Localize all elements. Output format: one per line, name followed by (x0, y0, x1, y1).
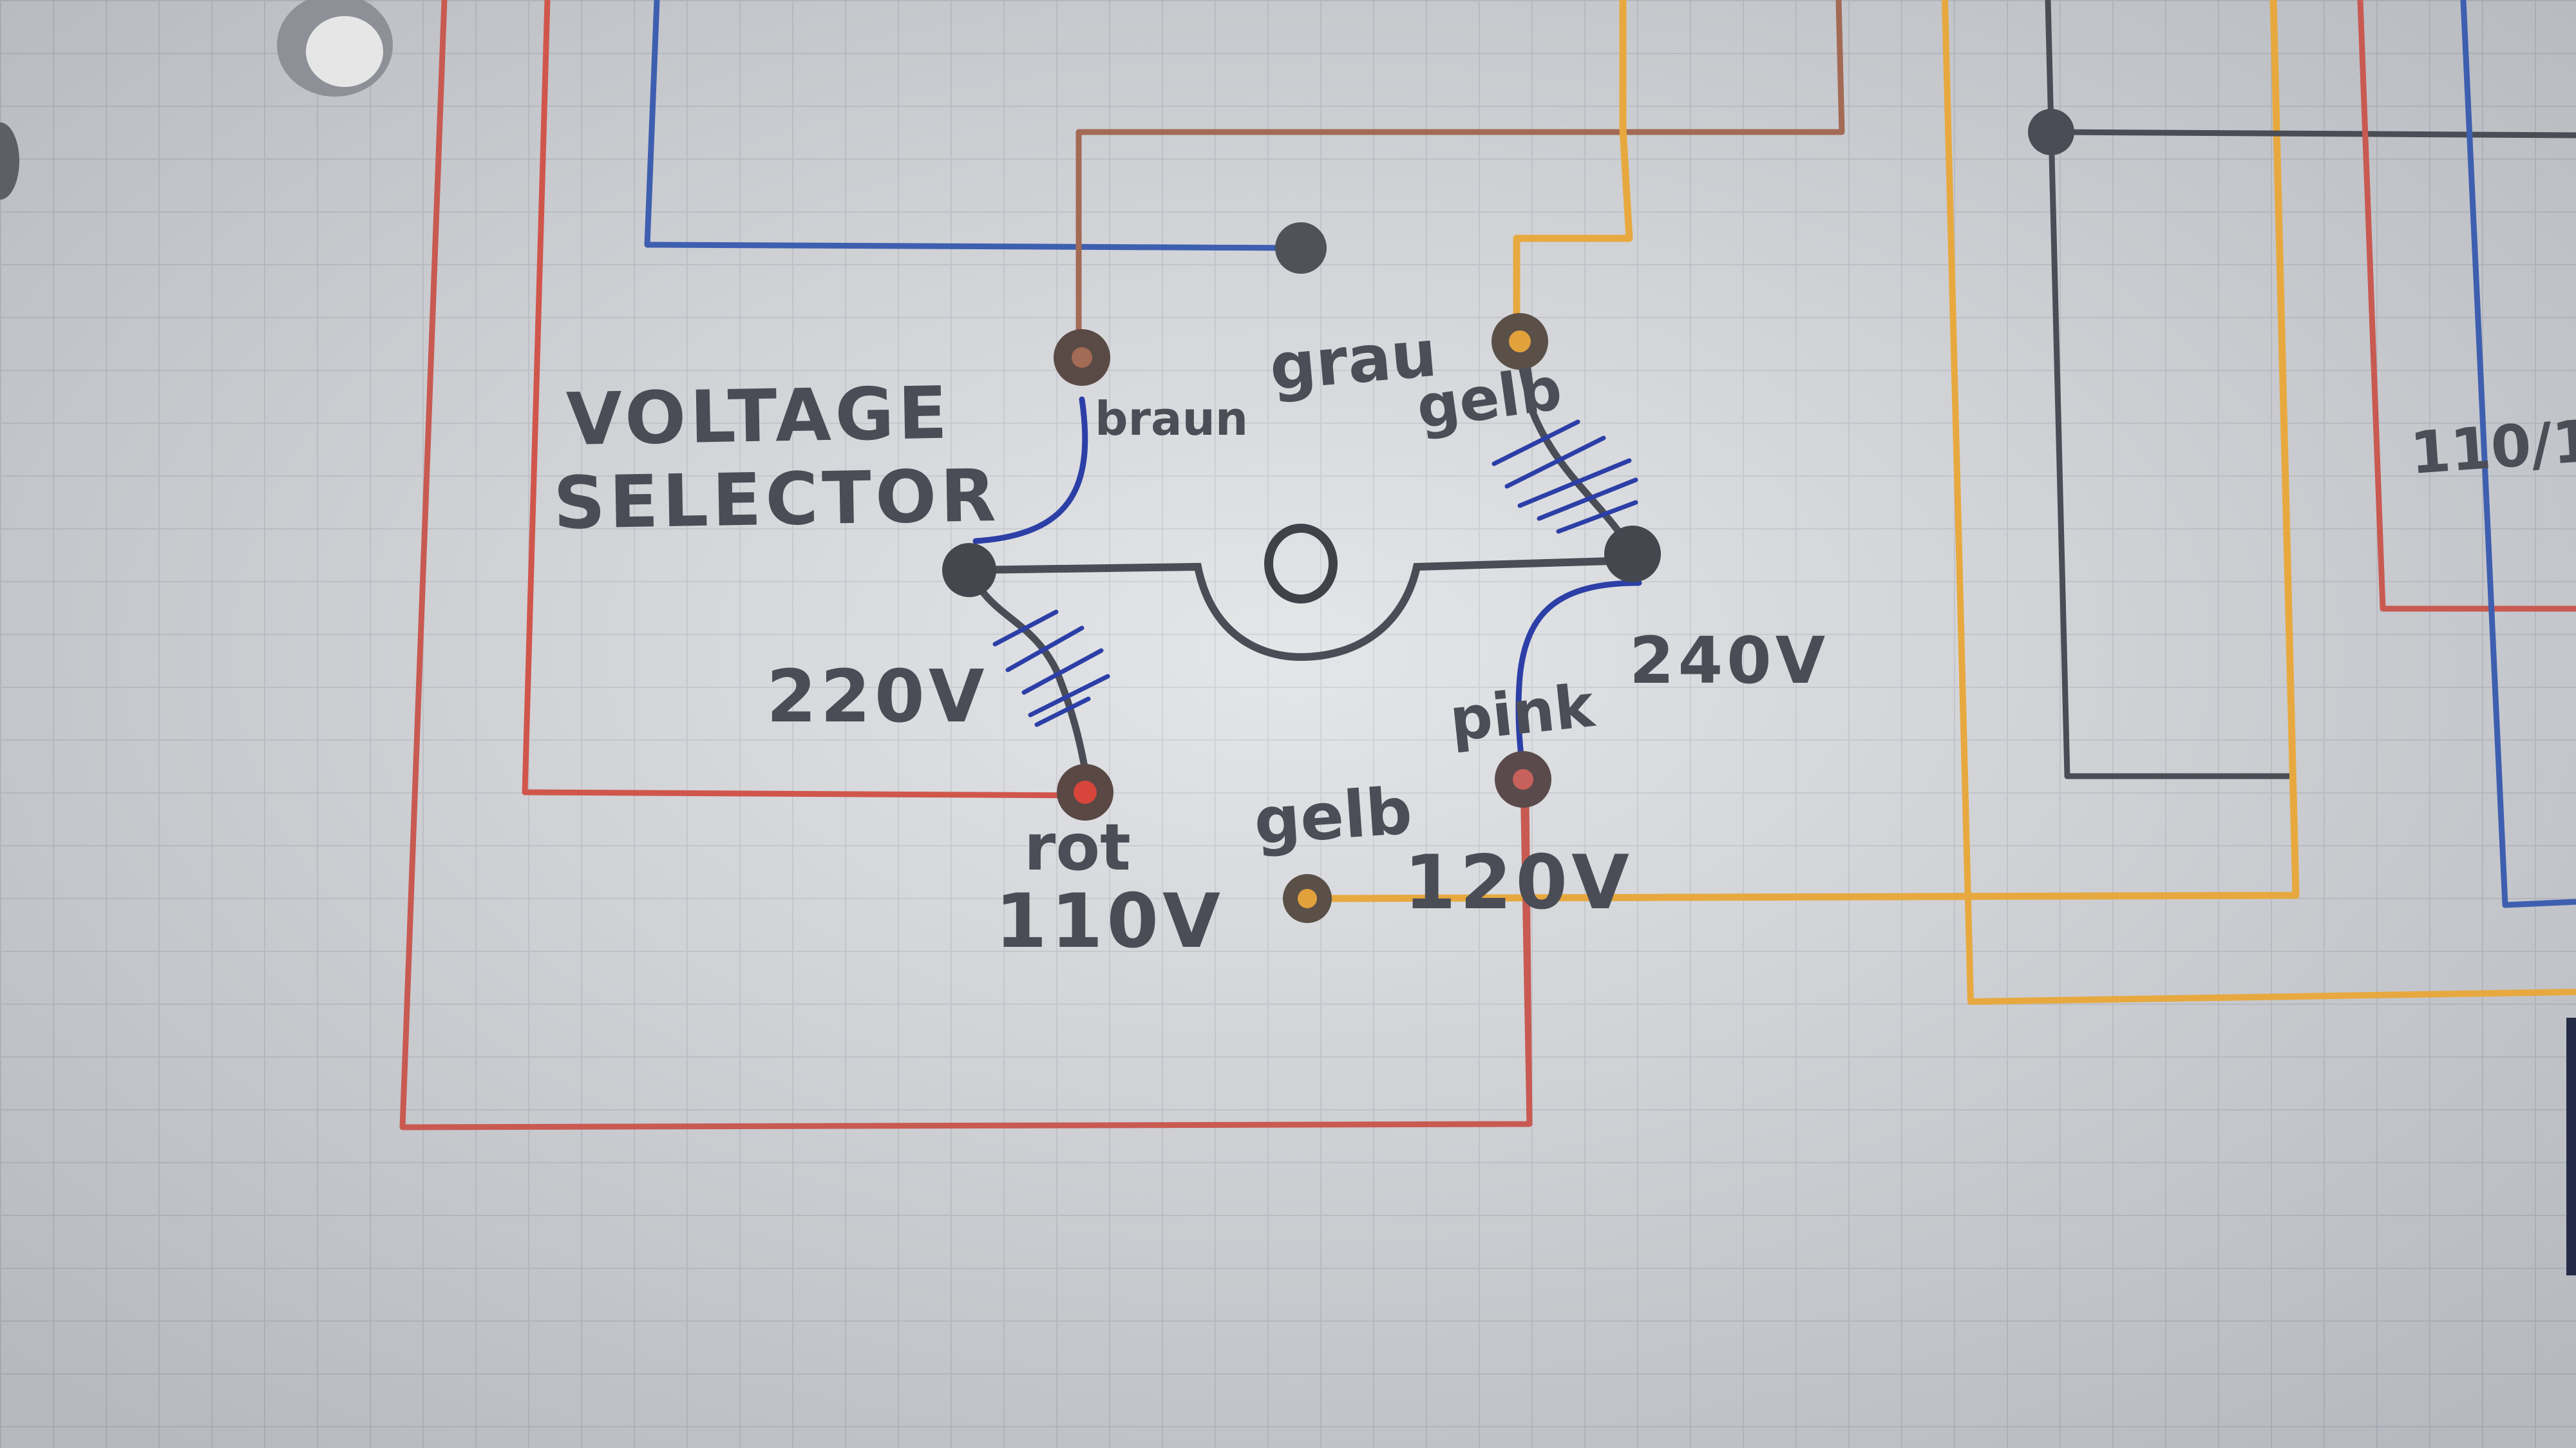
label-braun: braun (1095, 392, 1248, 446)
brown-wire-braun (1075, 0, 1845, 357)
blue-wire-far-right (2460, 0, 2576, 908)
label-120v: 120V (1404, 839, 1633, 926)
terminal-pink-core (1513, 769, 1533, 790)
label-240v: 240V (1629, 623, 1829, 698)
terminal-left-pivot (942, 543, 996, 597)
dark-edge-bar (2566, 1018, 2576, 1275)
terminal-right-pivot (1604, 526, 1661, 582)
red-wire-inner (522, 0, 1089, 799)
contact-arm-left (965, 566, 1092, 796)
label-220v: 220V (766, 655, 988, 739)
blue-jumper-braun (972, 396, 1088, 544)
label-pink: pink (1446, 671, 1598, 755)
terminal-grau (1275, 222, 1327, 274)
terminal-gelb-top-core (1509, 330, 1531, 352)
yellow-wire-outer-right (1942, 0, 2576, 1005)
title-line-1: VOLTAGE (565, 372, 952, 462)
label-110v: 110V (995, 878, 1224, 965)
selector-center-knob (1264, 524, 1338, 604)
junction-dot (2028, 109, 2074, 155)
title-line-2: SELECTOR (553, 454, 1000, 546)
punch-hole (0, 122, 19, 200)
label-grau: grau (1267, 316, 1440, 405)
punch-hole-inner (306, 16, 383, 87)
dark-wire-right (2045, 0, 2289, 779)
terminal-gelb-bottom-core (1298, 889, 1317, 908)
blue-hatching-right (1492, 419, 1638, 534)
blue-jumper-pink (1515, 580, 1642, 776)
selector-body-outline (965, 557, 1636, 662)
yellow-wire-gelb-top (1513, 0, 1633, 322)
label-rot: rot (1024, 810, 1131, 885)
yellow-wire-gelb-bottom (1307, 0, 2300, 902)
dark-wire-right-junction (2050, 129, 2576, 138)
terminal-braun-core (1072, 347, 1092, 368)
blue-hatching-left (992, 609, 1110, 727)
label-gelb-bottom: gelb (1252, 773, 1415, 859)
pink-wire (1520, 779, 1533, 1125)
blue-wire-grau (644, 0, 1302, 251)
label-edge-fragment: 110/1 (2408, 407, 2576, 488)
terminal-rot-core (1074, 781, 1097, 804)
red-wire-far-right (2357, 0, 2576, 612)
